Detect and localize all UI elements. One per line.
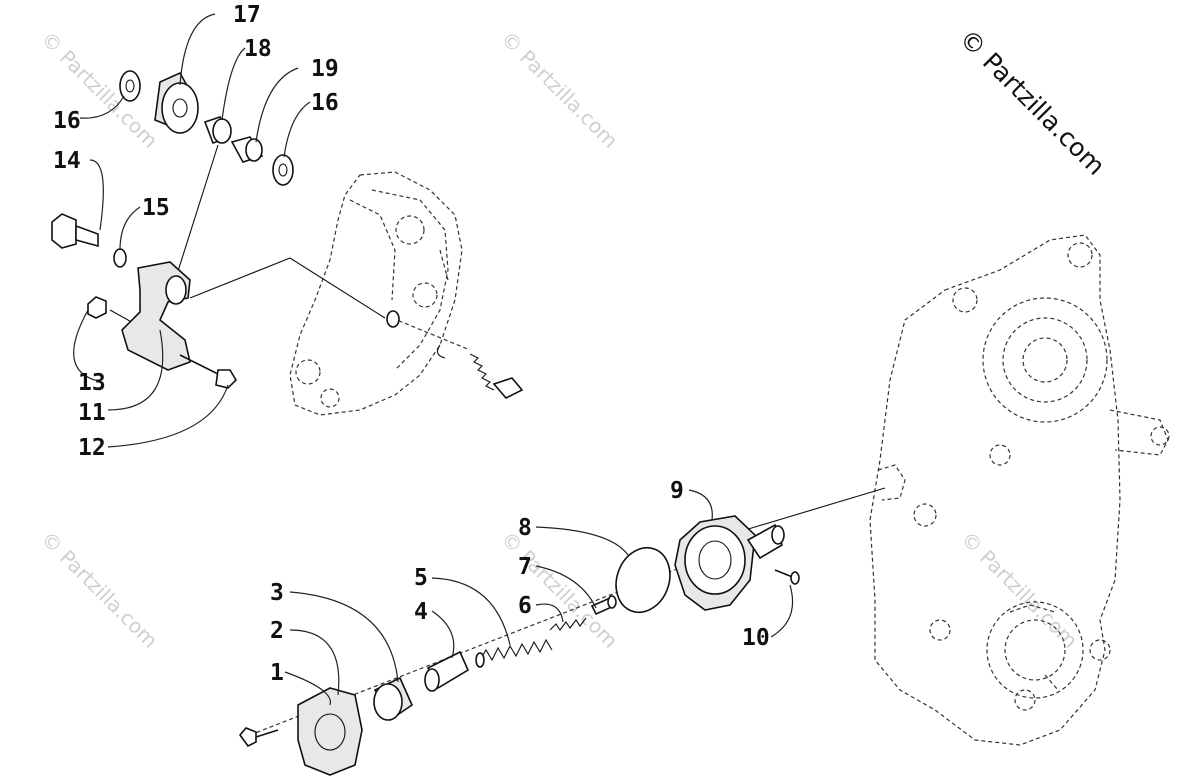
arm-part-11 [121, 261, 191, 371]
watermark-2: © Partzilla.com [496, 27, 622, 153]
callout-15: 15 [142, 195, 170, 221]
callout-12: 12 [78, 435, 106, 461]
spring-plunger [469, 353, 524, 399]
pin-part-7 [590, 595, 617, 616]
callout-18: 18 [244, 36, 272, 62]
callout-17: 17 [233, 2, 261, 28]
callout-6: 6 [518, 593, 532, 619]
callout-10: 10 [742, 625, 770, 651]
copyright-text: © Partzilla.com [954, 24, 1111, 181]
screw-part-10 [774, 569, 800, 585]
roller-part-17 [154, 71, 199, 134]
spring-part-6 [549, 617, 587, 631]
callout-leaders [73, 13, 794, 706]
callout-11: 11 [78, 400, 106, 426]
callout-4: 4 [414, 599, 428, 625]
washer-part-16-left [119, 70, 141, 102]
bolt-part-12 [179, 354, 238, 389]
screw-part-1 [238, 727, 279, 748]
callout-13: 13 [78, 370, 106, 396]
housing-part-9 [674, 515, 785, 611]
bushing-part-19 [230, 136, 264, 163]
callout-3: 3 [270, 580, 284, 606]
piston-part-4 [424, 650, 470, 692]
lower-parts-group [238, 515, 800, 776]
middle-housing-outline [289, 171, 463, 416]
bolt-part-14 [51, 213, 99, 249]
callout-7: 7 [518, 554, 532, 580]
nut-part-13 [87, 296, 107, 319]
watermark-5: © Partzilla.com [956, 527, 1082, 653]
callout-8: 8 [518, 515, 532, 541]
callout-14: 14 [53, 148, 81, 174]
callout-5: 5 [414, 565, 428, 591]
callout-9: 9 [670, 478, 684, 504]
gearcase-housing-outline [869, 234, 1170, 746]
upper-parts-group [51, 70, 524, 399]
callout-2: 2 [270, 618, 284, 644]
watermark-3: © Partzilla.com [36, 527, 162, 653]
ring-part-3 [373, 676, 414, 722]
callout-16-right: 16 [311, 90, 339, 116]
washer-middle [386, 310, 400, 328]
callout-19: 19 [311, 56, 339, 82]
callout-1: 1 [270, 660, 284, 686]
callouts: 17 18 19 16 16 14 15 13 11 12 1 2 3 4 5 … [53, 2, 770, 686]
oring-part-8 [615, 546, 671, 614]
spring-part-5 [475, 638, 553, 668]
clip-middle [436, 344, 446, 359]
callout-16-left: 16 [53, 108, 81, 134]
washer-part-15 [113, 248, 127, 268]
sleeve-part-18 [203, 116, 232, 145]
watermark-4: © Partzilla.com [496, 527, 622, 653]
washer-part-16-right [272, 154, 294, 186]
